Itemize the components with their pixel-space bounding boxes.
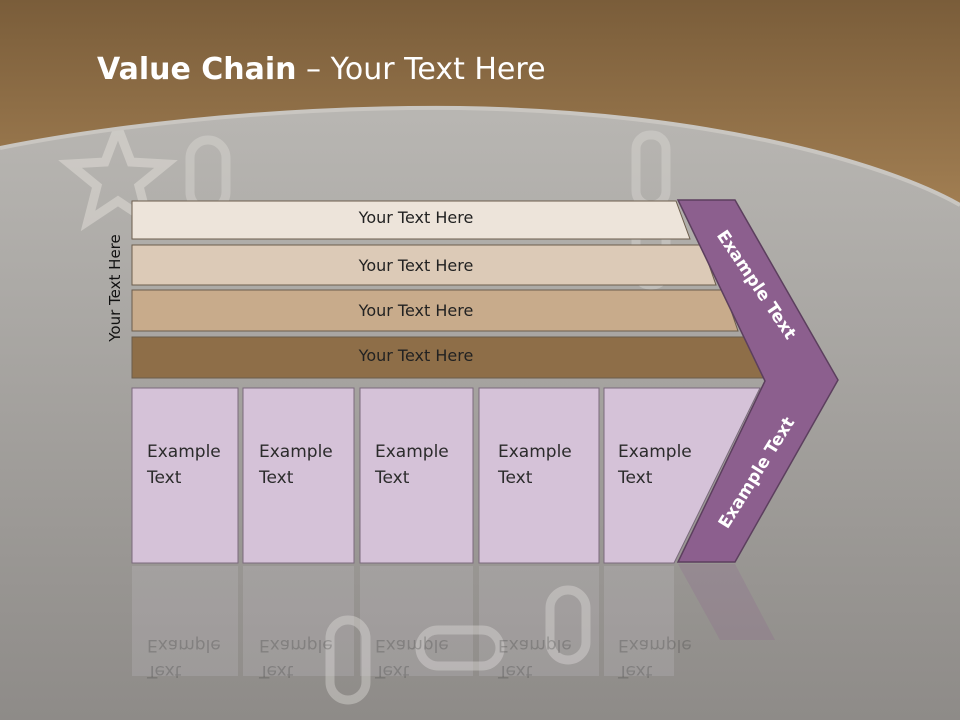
box-reflection-shape-3	[360, 566, 473, 676]
bar-label-4: Your Text Here	[358, 346, 474, 365]
side-label: Your Text Here	[106, 234, 124, 342]
chevron-reflection	[678, 564, 775, 640]
bar-shape-2	[131, 244, 717, 286]
bar-label-3: Your Text Here	[358, 301, 474, 320]
title-rest: – Your Text Here	[296, 52, 546, 87]
bar-shape-3	[131, 289, 739, 332]
box-shape-2	[242, 387, 355, 564]
bar-label-1: Your Text Here	[358, 208, 474, 227]
box-shape-5	[603, 387, 761, 564]
bar-shape-1	[131, 200, 691, 240]
box-shape-4	[478, 387, 600, 564]
box-shape-3	[359, 387, 474, 564]
title-bold: Value Chain	[97, 52, 297, 87]
box-reflection-shape-2	[243, 566, 354, 676]
slide-title: Value Chain – Your Text Here	[97, 52, 546, 87]
box-reflection-shape-1	[132, 566, 238, 676]
box-reflection-shape-5	[604, 566, 674, 676]
star-decoration	[58, 115, 178, 232]
box-reflection-shape-4	[479, 566, 599, 676]
bar-label-2: Your Text Here	[358, 256, 474, 275]
box-shape-1	[131, 387, 239, 564]
chevron-shape	[676, 199, 839, 563]
